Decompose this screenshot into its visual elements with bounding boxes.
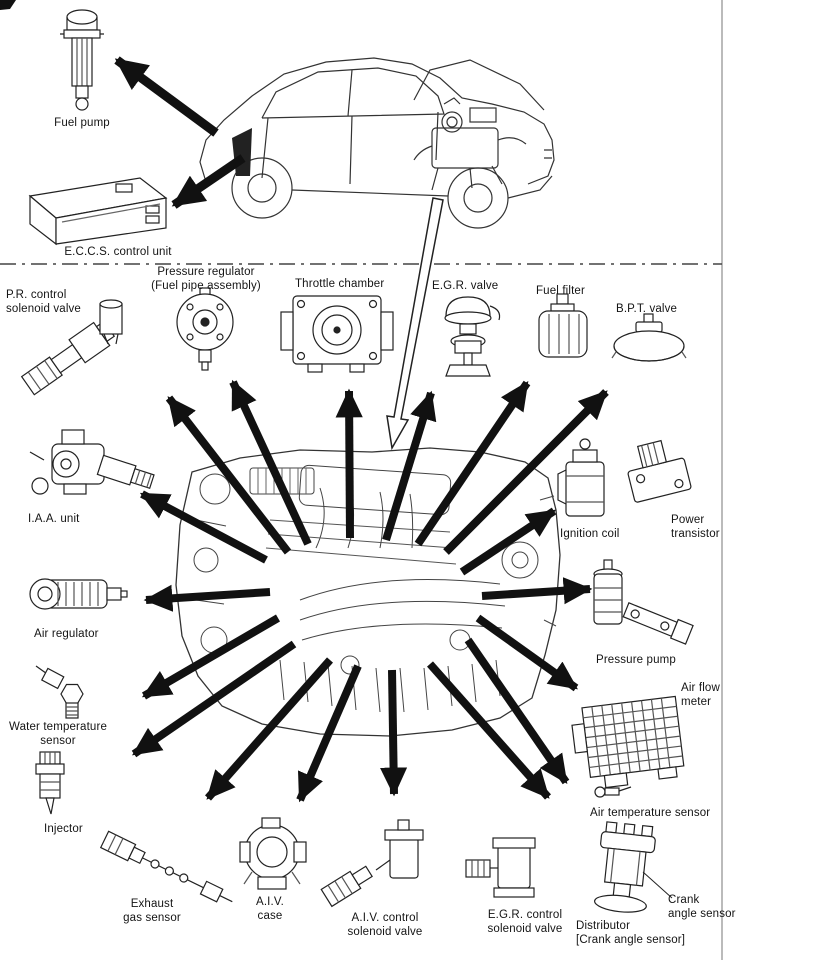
water-temperature-sensor-glyph: [35, 665, 84, 719]
air-regulator-label: Air regulator: [34, 628, 99, 640]
air-flow-meter-glyph: [571, 695, 685, 789]
eccs-control-unit-glyph: [28, 177, 168, 246]
arrow-to-bpt-valve: [443, 389, 609, 555]
fuel-filter-glyph: [538, 293, 588, 358]
air-temperature-sensor-glyph: [594, 786, 632, 798]
iaa-unit-label: I.A.A. unit: [28, 513, 80, 525]
aiv-control-solenoid-valve-label: A.I.V. control solenoid valve: [347, 912, 423, 939]
injector-label: Injector: [44, 823, 83, 835]
arrow-car-to-engine: [386, 197, 444, 451]
throttle-chamber-label: Throttle chamber: [295, 278, 385, 290]
eccs-control-unit-label: E.C.C.S. control unit: [64, 246, 172, 258]
throttle-chamber-glyph: [280, 295, 394, 373]
crank-angle-sensor-leader-line: [642, 871, 673, 899]
air-temperature-sensor-label: Air temperature sensor: [590, 807, 711, 819]
distributor-glyph: [593, 821, 656, 913]
pressure-pump-label: Pressure pump: [596, 654, 676, 666]
arrow-to-pr-control-valve: [165, 395, 292, 555]
egr-control-solenoid-valve-glyph: [465, 837, 536, 898]
arrow-to-exhaust-gas-sensor: [205, 657, 333, 801]
arrow-to-eccs-control-unit: [171, 154, 246, 209]
fuel-pump-glyph: [60, 9, 104, 111]
pr-control-solenoid-valve-label: P.R. control solenoid valve: [6, 289, 81, 316]
egr-valve-glyph: [444, 296, 501, 377]
power-transistor-glyph: [627, 439, 692, 503]
bpt-valve-label: B.P.T. valve: [616, 303, 678, 315]
ignition-coil-glyph: [557, 438, 605, 517]
bpt-valve-glyph: [611, 313, 687, 362]
ignition-coil-label: Ignition coil: [560, 528, 620, 540]
arrow-to-air-flow-meter: [475, 614, 579, 692]
aiv-case-label: A.I.V. case: [256, 896, 284, 923]
aiv-case-glyph: [239, 817, 307, 890]
air-flow-meter-label: Air flow meter: [681, 682, 720, 709]
car-illustration: [199, 57, 555, 229]
fuel-pump-label: Fuel pump: [54, 117, 110, 129]
iaa-unit-glyph: [29, 429, 155, 495]
air-regulator-glyph: [29, 578, 128, 610]
fuel-filter-label: Fuel filter: [536, 285, 585, 297]
arrow-to-ignition-coil: [459, 507, 557, 576]
pressure-regulator-label: Pressure regulator (Fuel pipe assembly): [151, 266, 261, 293]
egr-control-solenoid-valve-label: E.G.R. control solenoid valve: [487, 909, 563, 936]
egr-valve-label: E.G.R. valve: [432, 280, 499, 292]
pressure-regulator-glyph: [176, 287, 234, 371]
pr-control-solenoid-valve-glyph: [20, 299, 123, 396]
exhaust-gas-sensor-label: Exhaust gas sensor: [123, 898, 181, 925]
arrow-to-fuel-pump: [114, 56, 219, 137]
arrow-to-fuel-filter: [414, 380, 531, 547]
power-transistor-label: Power transistor: [671, 514, 720, 541]
water-temperature-sensor-label: Water temperature sensor: [9, 721, 107, 748]
arrow-to-egr-control-valve: [427, 661, 551, 800]
arrow-to-air-regulator: [143, 584, 271, 612]
arrow-to-pressure-regulator: [229, 379, 312, 546]
arrow-to-iaa-unit: [139, 490, 268, 564]
arrow-to-injector: [131, 640, 297, 758]
arrow-to-egr-valve: [382, 390, 437, 542]
arrow-to-air-temperature-sensor: [464, 637, 570, 785]
arrow-to-aiv-control-valve: [379, 669, 408, 797]
injector-glyph: [35, 751, 65, 815]
exhaust-gas-sensor-glyph: [99, 830, 233, 903]
crank-angle-sensor-label: Crank angle sensor: [668, 894, 736, 921]
scan-corner-mark: [0, 0, 16, 10]
arrow-to-pressure-pump: [481, 577, 593, 605]
aiv-control-solenoid-valve-glyph: [320, 819, 424, 908]
arrow-to-throttle-chamber: [335, 388, 363, 539]
pressure-pump-glyph: [593, 559, 694, 645]
distributor-label: Distributor [Crank angle sensor]: [576, 920, 686, 947]
arrow-to-water-temperature-sensor: [141, 614, 281, 700]
arrow-to-aiv-case: [296, 664, 362, 803]
